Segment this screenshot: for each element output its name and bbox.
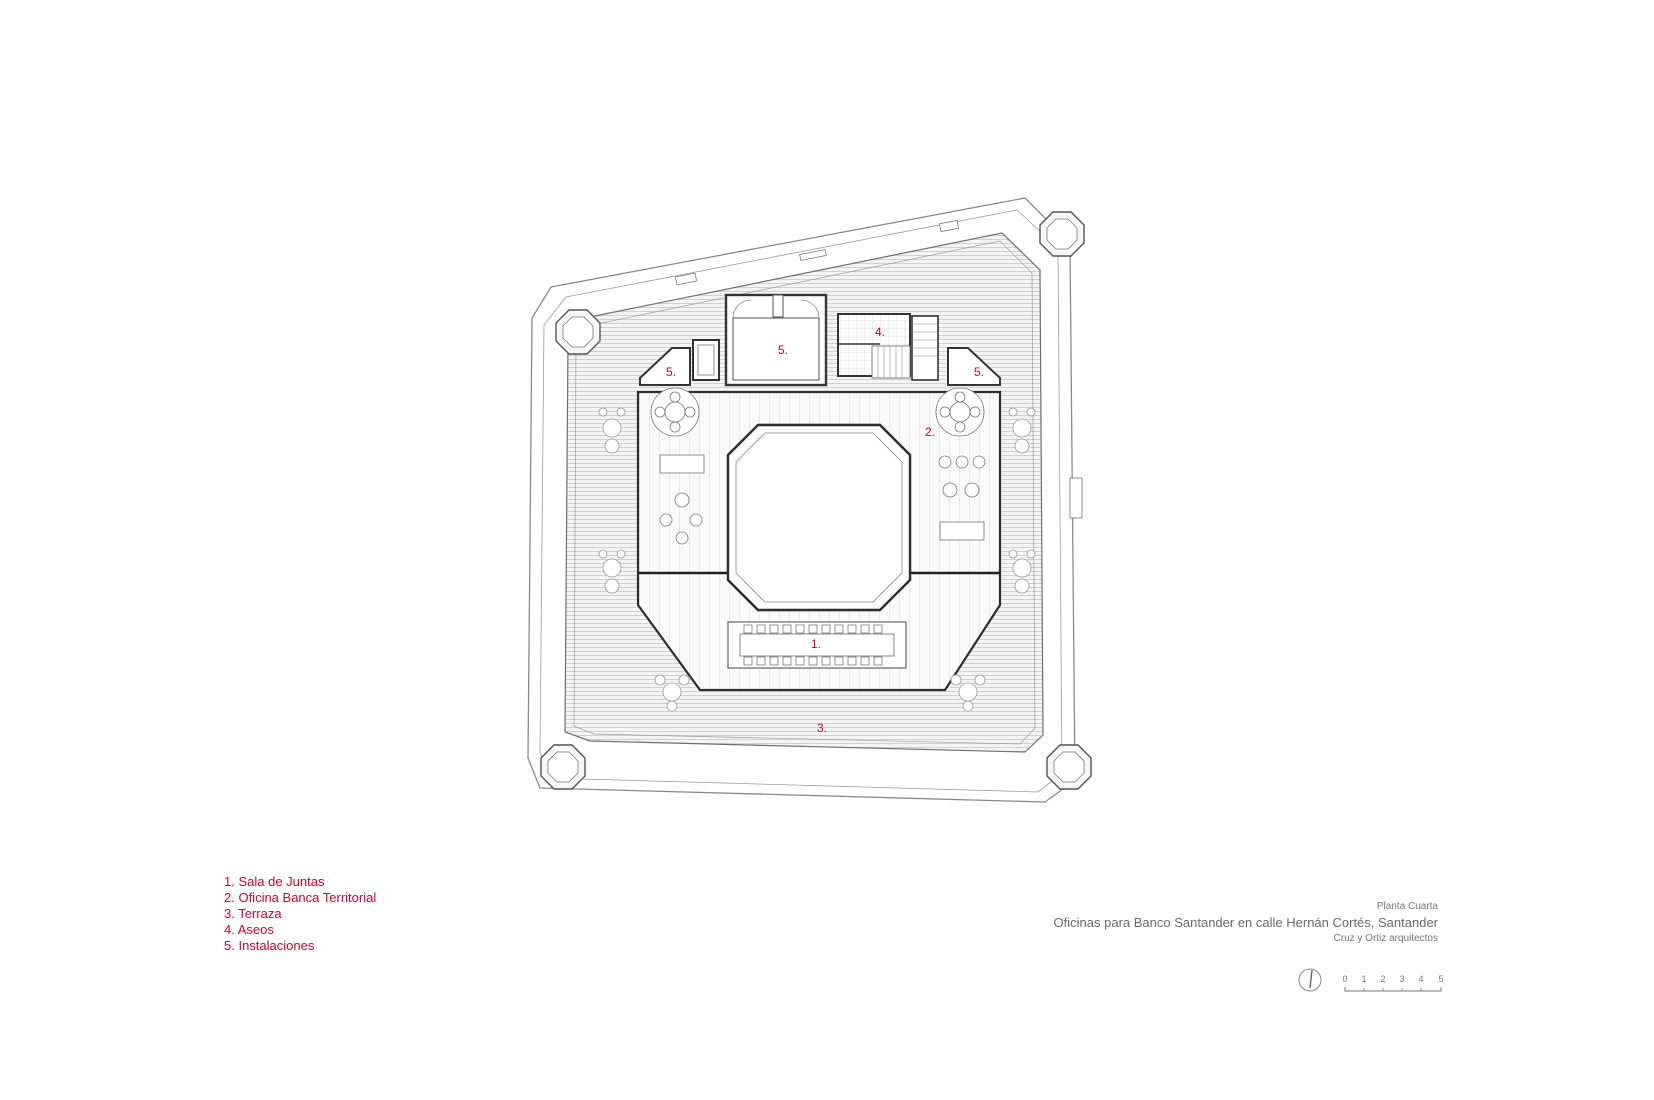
turret-bottom-right bbox=[1046, 744, 1092, 790]
legend-item: 4. Aseos bbox=[224, 922, 274, 937]
title-block: Planta Cuarta Oficinas para Banco Santan… bbox=[1054, 900, 1438, 946]
label-terraza: 3. bbox=[817, 721, 827, 735]
installations-left bbox=[639, 347, 691, 386]
label-aseos: 4. bbox=[875, 325, 885, 339]
turret-top-right bbox=[1039, 211, 1085, 257]
chairs bbox=[743, 624, 883, 666]
north-arrow-icon bbox=[1298, 968, 1322, 992]
door-frame bbox=[772, 294, 784, 318]
architects: Cruz y Ortiz arquitectos bbox=[1333, 933, 1438, 944]
scale-tick: 0 bbox=[1342, 974, 1347, 984]
legend: 1. Sala de Juntas 2. Oficina Banca Terri… bbox=[224, 874, 376, 954]
scale-tick: 5 bbox=[1438, 974, 1443, 984]
installations-right bbox=[947, 347, 1001, 386]
scale-tick: 2 bbox=[1380, 974, 1385, 984]
label-instalaciones-right: 5. bbox=[974, 365, 984, 379]
central-patio bbox=[726, 423, 912, 612]
wall-opening bbox=[1069, 477, 1083, 519]
furniture-right bbox=[935, 387, 986, 541]
legend-item: 5. Instalaciones bbox=[224, 938, 315, 953]
wall-opening bbox=[938, 219, 960, 233]
legend-item: 2. Oficina Banca Territorial bbox=[224, 890, 377, 905]
label-instalaciones-left: 5. bbox=[666, 365, 676, 379]
terrace-edge bbox=[573, 240, 1036, 745]
installations-room bbox=[732, 317, 820, 381]
furniture-left bbox=[650, 387, 705, 545]
turret-top-left bbox=[555, 309, 601, 355]
scale-tick: 1 bbox=[1361, 974, 1366, 984]
wall-opening bbox=[674, 272, 698, 286]
floor-name: Planta Cuarta bbox=[1376, 901, 1438, 912]
label-oficina: 2. bbox=[925, 425, 935, 439]
patio-inner bbox=[735, 432, 903, 603]
scale-tick: 4 bbox=[1418, 974, 1423, 984]
project-title: Oficinas para Banco Santander en calle H… bbox=[1053, 915, 1438, 930]
door-swing bbox=[800, 299, 820, 319]
wall-opening bbox=[799, 249, 827, 261]
scale-bar: 0 1 2 3 4 5 bbox=[1342, 974, 1444, 992]
parapet bbox=[539, 209, 1063, 793]
legend-item: 1. Sala de Juntas bbox=[224, 874, 325, 889]
meeting-table bbox=[727, 621, 907, 669]
stair bbox=[871, 345, 911, 379]
label-instalaciones-center: 5. bbox=[778, 343, 788, 357]
terrace-furniture bbox=[598, 407, 1036, 712]
service-core bbox=[639, 293, 1001, 387]
lift-shaft bbox=[692, 339, 720, 381]
label-sala-de-juntas: 1. bbox=[811, 637, 821, 651]
scale-tick: 3 bbox=[1399, 974, 1404, 984]
door-swing bbox=[732, 299, 752, 319]
turret-bottom-left bbox=[540, 744, 586, 790]
legend-item: 3. Terraza bbox=[224, 906, 282, 921]
